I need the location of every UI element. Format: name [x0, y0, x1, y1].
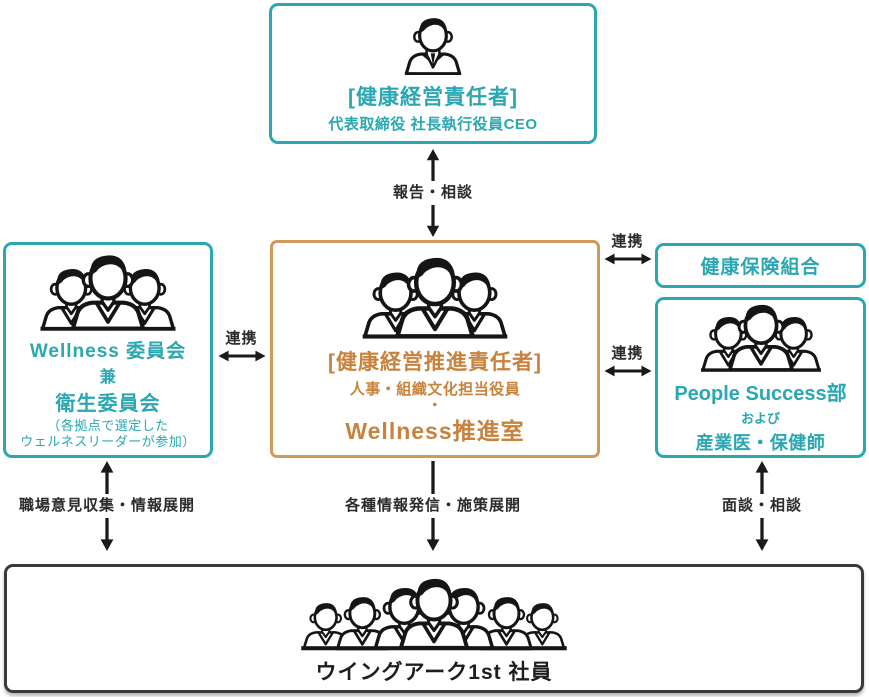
connector-feedback: 職場意見収集・情報展開 — [7, 461, 207, 551]
arrow-down-icon — [426, 518, 440, 551]
arrow-up-icon — [426, 149, 440, 181]
line-icon — [431, 461, 435, 494]
connector-link-right-bottom: 連携 — [600, 345, 655, 378]
arrow-down-icon — [755, 518, 769, 551]
arrow-down-icon — [426, 205, 440, 237]
connector-report: 報告・相談 — [363, 149, 503, 237]
wellness-note1: （各拠点で選定した — [47, 417, 169, 433]
promotion-office: Wellness推進室 — [345, 418, 525, 444]
wellness-line3: 衛生委員会 — [55, 392, 161, 415]
insurance-title: 健康保険組合 — [700, 257, 821, 278]
connector-link-right-top: 連携 — [600, 233, 655, 266]
connector-feedback-label: 職場意見収集・情報展開 — [18, 497, 195, 514]
promotion-bullet: ・ — [427, 397, 443, 413]
ceo-box: [健康経営責任者] 代表取締役 社長執行役員CEO — [269, 3, 597, 144]
wellness-committee-box: Wellness 委員会 兼 衛生委員会 （各拠点で選定した ウェルネスリーダー… — [3, 242, 213, 458]
connector-link-left: 連携 — [213, 330, 270, 363]
employees-box: ウイングアーク1st 社員 — [4, 564, 864, 693]
people-group-icon — [362, 252, 508, 339]
arrow-down-icon — [100, 518, 114, 551]
person-icon — [401, 14, 465, 75]
wellness-note2: ウェルネスリーダーが参加） — [20, 434, 196, 449]
employees-title: ウイングアーク1st 社員 — [315, 660, 553, 684]
promotion-title: [健康経営推進責任者] — [328, 351, 542, 374]
connector-broadcast-label: 各種情報発信・施策展開 — [344, 497, 521, 514]
connector-link-left-label: 連携 — [225, 330, 258, 347]
wellness-line2: 兼 — [99, 368, 117, 386]
promotion-box: [健康経営推進責任者] 人事・組織文化担当役員 ・ Wellness推進室 — [270, 240, 600, 458]
double-arrow-icon — [217, 350, 266, 362]
people-group-icon — [700, 303, 821, 372]
promotion-dept: 人事・組織文化担当役員 — [349, 381, 521, 398]
wellness-line1: Wellness 委員会 — [29, 340, 187, 362]
double-arrow-icon — [603, 365, 652, 377]
ceo-subtitle: 代表取締役 社長執行役員CEO — [328, 115, 538, 133]
ceo-title: [健康経営責任者] — [348, 85, 518, 109]
people-success-line1: People Success部 — [674, 383, 847, 405]
people-success-box: People Success部 および 産業医・保健師 — [655, 297, 866, 458]
connector-link-right-bottom-label: 連携 — [611, 345, 644, 362]
employees-group-icon — [301, 576, 567, 650]
arrow-up-icon — [100, 461, 114, 494]
connector-broadcast: 各種情報発信・施策展開 — [333, 461, 533, 551]
connector-report-label: 報告・相談 — [392, 184, 473, 201]
arrow-up-icon — [755, 461, 769, 494]
people-group-icon — [40, 250, 176, 331]
connector-interview: 面談・相談 — [682, 461, 842, 551]
connector-link-right-top-label: 連携 — [611, 233, 644, 250]
people-success-line2: および — [740, 411, 780, 426]
double-arrow-icon — [603, 253, 652, 265]
insurance-box: 健康保険組合 — [655, 243, 866, 288]
connector-interview-label: 面談・相談 — [721, 497, 802, 514]
people-success-line3: 産業医・保健師 — [695, 433, 826, 453]
